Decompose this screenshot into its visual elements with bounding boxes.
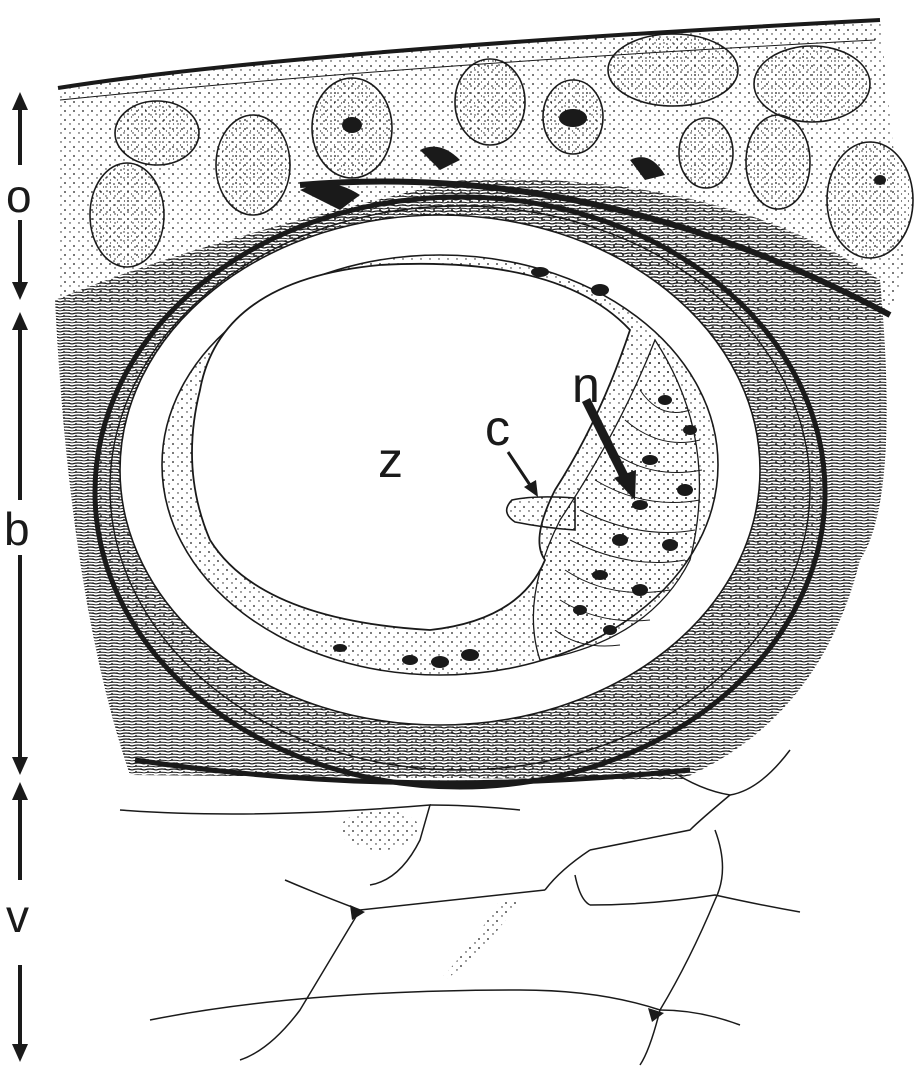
label-z: z bbox=[378, 432, 403, 488]
epithelial-cell bbox=[216, 115, 290, 215]
epithelial-cell bbox=[115, 101, 199, 165]
label-n: n bbox=[572, 357, 600, 413]
epithelial-cell bbox=[679, 118, 733, 188]
label-b: b bbox=[4, 503, 30, 555]
label-v: v bbox=[6, 890, 29, 942]
vacuolated-tissue bbox=[120, 750, 800, 1065]
label-c: c bbox=[485, 400, 510, 456]
epithelial-cell bbox=[90, 163, 164, 267]
epithelial-cell bbox=[827, 142, 913, 258]
epithelial-cell bbox=[608, 34, 738, 106]
epithelial-cell bbox=[746, 115, 810, 209]
epithelial-cell bbox=[455, 59, 525, 145]
label-o: o bbox=[6, 170, 32, 222]
epithelial-cell bbox=[754, 46, 870, 122]
